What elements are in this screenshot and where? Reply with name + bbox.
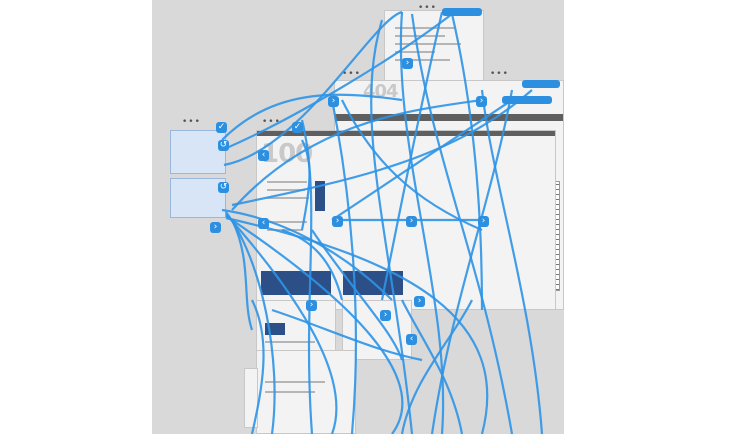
link-node-arrow-icon[interactable]: ›: [406, 216, 417, 227]
more-menu-icon[interactable]: •••: [342, 69, 361, 79]
link-node-arrow-icon[interactable]: ›: [306, 300, 317, 311]
link-node-arrow-icon[interactable]: ›: [476, 96, 487, 107]
more-menu-icon[interactable]: •••: [490, 69, 509, 79]
more-menu-icon[interactable]: •••: [418, 3, 437, 13]
link-node-return-icon[interactable]: ↺: [218, 140, 229, 151]
connector-header[interactable]: [502, 96, 552, 104]
link-node-arrow-icon[interactable]: ›: [328, 96, 339, 107]
link-node-arrow-icon[interactable]: ›: [478, 216, 489, 227]
link-node-back-icon[interactable]: ‹: [258, 150, 269, 161]
link-node-arrow-icon[interactable]: ›: [380, 310, 391, 321]
link-node-check-icon[interactable]: ✓: [292, 122, 303, 133]
link-node-back-icon[interactable]: ‹: [406, 334, 417, 345]
link-node-arrow-icon[interactable]: ›: [210, 222, 221, 233]
connection-lines: [221, 10, 544, 434]
panel-card[interactable]: [170, 178, 226, 218]
connector-header[interactable]: [522, 80, 560, 88]
image-thumbnail: [315, 181, 325, 211]
link-node-check-icon[interactable]: ✓: [216, 122, 227, 133]
page-card-bottom[interactable]: [244, 368, 258, 428]
more-menu-icon[interactable]: •••: [182, 117, 201, 127]
link-node-arrow-icon[interactable]: ›: [402, 58, 413, 69]
image-thumbnail: [261, 271, 331, 295]
link-node-back-icon[interactable]: ‹: [258, 218, 269, 229]
link-node-arrow-icon[interactable]: ›: [414, 296, 425, 307]
link-node-return-icon[interactable]: ↺: [218, 182, 229, 193]
sitemap-canvas[interactable]: ••• ••• ••• ••• ••• 404 100: [152, 0, 564, 434]
connector-header[interactable]: [442, 8, 482, 16]
panel-card[interactable]: [170, 130, 226, 174]
link-node-arrow-icon[interactable]: ›: [332, 216, 343, 227]
more-menu-icon[interactable]: •••: [262, 117, 281, 127]
